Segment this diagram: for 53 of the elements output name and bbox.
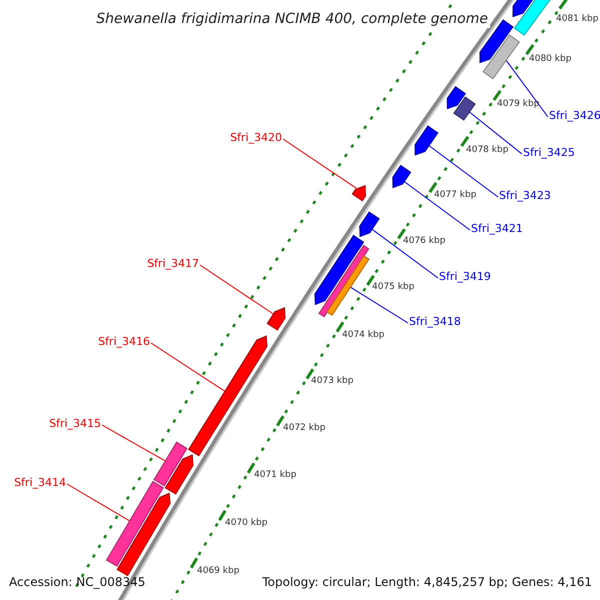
genome-summary-text: Topology: circular; Length: 4,845,257 bp; Genes: 4,161	[262, 575, 592, 589]
scale-label: 4072 kbp	[283, 422, 326, 435]
gene-label: Sfri_3416	[98, 335, 150, 349]
gene-block	[326, 255, 370, 316]
leader-line	[350, 286, 408, 324]
leader-line	[282, 138, 357, 189]
scale-label: 4074 kbp	[342, 329, 384, 342]
scale-label: 4076 kbp	[403, 235, 446, 248]
gene-label: Sfri_3426	[549, 109, 600, 123]
leader-line	[102, 424, 166, 462]
gene-block	[106, 480, 164, 567]
scale-label: 4070 kbp	[225, 517, 268, 530]
scale-label: 4077 kbp	[434, 189, 476, 202]
scale-label: 4073 kbp	[311, 375, 354, 388]
leader-line	[468, 112, 522, 154]
gene-feature	[414, 125, 438, 156]
scale-label: 4080 kbp	[529, 53, 572, 66]
gene-feature	[164, 454, 194, 495]
gene-block	[153, 442, 188, 486]
gene-feature	[314, 234, 364, 306]
leader-line	[404, 181, 470, 230]
gene-feature	[392, 164, 412, 188]
gene-label: Sfri_3421	[471, 222, 523, 236]
gene-block	[453, 96, 476, 121]
accession-text: Accession: NC_008345	[9, 575, 146, 589]
leader-line	[150, 342, 226, 392]
gene-feature	[266, 307, 286, 331]
leader-line	[200, 264, 274, 314]
gene-feature	[116, 492, 171, 576]
gene-feature	[352, 184, 366, 202]
title: Shewanella frigidimarina NCIMB 400, complete genome	[94, 10, 490, 28]
leader-line	[428, 145, 498, 198]
leader-line	[506, 60, 548, 118]
scale-label: 4069 kbp	[197, 565, 240, 578]
leader-line	[372, 228, 438, 278]
gene-feature	[446, 86, 466, 110]
gene-label: Sfri_3420	[230, 131, 282, 145]
gene-feature	[188, 335, 268, 456]
gene-label: Sfri_3414	[14, 476, 66, 490]
scale-label: 4071 kbp	[254, 469, 296, 482]
gene-label: Sfri_3415	[49, 417, 101, 431]
gene-label: Sfri_3423	[499, 189, 551, 203]
gene-block	[482, 34, 520, 80]
scale-label: 4075 kbp	[372, 281, 414, 294]
gene-label: Sfri_3425	[523, 146, 575, 160]
scale-label: 4078 kbp	[466, 144, 508, 157]
scale-label: 4079 kbp	[497, 98, 540, 111]
gene-label: Sfri_3418	[409, 315, 461, 329]
scale-label: 4081 kbp	[556, 13, 598, 26]
gene-feature	[359, 211, 380, 238]
gene-label: Sfri_3419	[439, 270, 491, 284]
gene-label: Sfri_3417	[147, 257, 199, 271]
gene-feature	[512, 0, 535, 18]
